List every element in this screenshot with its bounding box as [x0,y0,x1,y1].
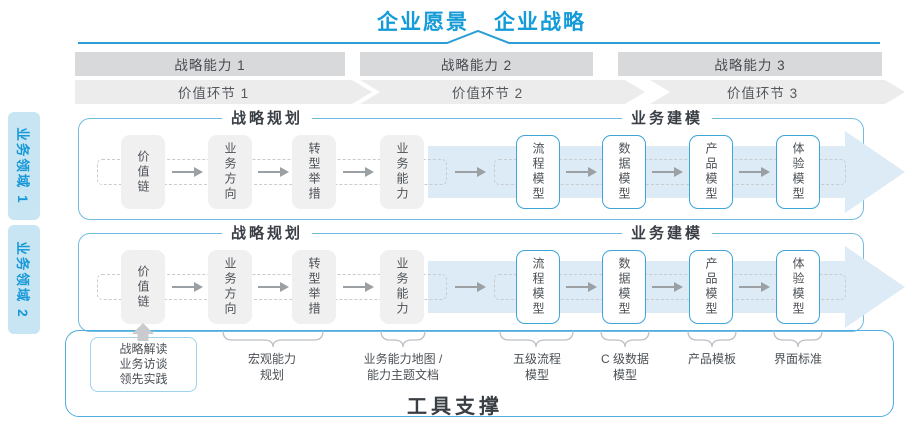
node-value-chain-1: 价值链 [121,135,165,209]
domain-label-1: 业务领域 1 [8,112,40,220]
arrow-icon [566,167,597,177]
capability-bar-2: 战略能力 2 [360,52,593,76]
arrow-icon [566,282,597,292]
arrow-icon [172,167,203,177]
annotation-line: 模型 [524,367,549,382]
node-label: 业务能力 [395,142,409,202]
node-business-capability-2: 业务能力 [380,250,424,324]
strategy-inputs-callout: 战略解读 业务访谈 领先实践 [90,337,197,392]
node-experience-model-1: 体验模型 [776,135,820,209]
arrow-icon [455,167,486,177]
annotation-line: C 级数据 [600,352,649,366]
annotation-ui-standard: 界面标准 [743,352,853,368]
arrow-icon [739,167,770,177]
annotation-line: 业务能力地图 / [363,352,443,366]
annotation-line: 产品模板 [687,352,736,366]
arrow-icon [258,282,289,292]
node-transformation-initiatives-1: 转型举措 [292,135,336,209]
callout-line: 战略解读 [119,342,168,356]
annotation-c-level-data-model: C 级数据 模型 [570,352,680,383]
node-process-model-2: 流程模型 [516,250,560,324]
node-data-model-1: 数据模型 [602,135,646,209]
arrow-icon [739,282,770,292]
node-label: 体验模型 [791,142,805,202]
node-label: 数据模型 [617,257,631,317]
node-business-direction-2: 业务方向 [208,250,252,324]
domain-label-2: 业务领域 2 [8,225,40,334]
planning-title-2: 战略规划 [221,225,313,242]
node-label: 业务方向 [223,142,237,202]
node-product-model-2: 产品模型 [689,250,733,324]
vision-line [78,29,880,44]
strategy-title: 企业战略 [494,11,586,34]
node-label: 价值链 [136,264,150,310]
annotation-macro-capability-planning: 宏观能力 规划 [212,352,332,383]
value-link-chevron-1: 价值环节 1 [75,80,372,104]
annotation-line: 五级流程 [512,352,561,366]
arrow-icon [652,167,683,177]
node-label: 流程模型 [531,257,545,317]
callout-line: 业务访谈 [119,357,168,371]
arrow-icon [652,282,683,292]
annotation-five-level-process-model: 五级流程 模型 [482,352,592,383]
tool-support-title: 工具支撑 [407,396,503,418]
node-label: 业务能力 [395,257,409,317]
dashed-pipeline-1b [494,159,846,185]
arrow-icon [343,167,374,177]
node-value-chain-2: 价值链 [121,250,165,324]
node-transformation-initiatives-2: 转型举措 [292,250,336,324]
annotation-line: 模型 [612,367,637,382]
value-link-chevron-3: 价值环节 3 [650,80,905,104]
arrow-icon [455,282,486,292]
node-business-capability-1: 业务能力 [380,135,424,209]
value-link-chevron-2: 价值环节 2 [360,80,645,104]
annotation-product-template: 产品模板 [657,352,767,368]
arrow-icon [258,167,289,177]
node-label: 产品模型 [704,257,718,317]
node-label: 转型举措 [307,257,321,317]
node-label: 转型举措 [307,142,321,202]
modeling-title-2: 业务建模 [621,225,713,242]
node-product-model-1: 产品模型 [689,135,733,209]
dashed-pipeline-1a [97,159,447,185]
node-label: 体验模型 [791,257,805,317]
arrow-icon [172,282,203,292]
node-label: 价值链 [136,149,150,195]
node-process-model-1: 流程模型 [516,135,560,209]
dashed-pipeline-2b [494,274,846,300]
node-label: 流程模型 [531,142,545,202]
annotation-line: 界面标准 [773,352,822,366]
capability-bar-3: 战略能力 3 [618,52,882,76]
node-data-model-2: 数据模型 [602,250,646,324]
capability-bar-1: 战略能力 1 [75,52,345,76]
annotation-capability-map-docs: 业务能力地图 / 能力主题文档 [328,352,478,383]
callout-line: 领先实践 [119,372,168,386]
node-business-direction-1: 业务方向 [208,135,252,209]
node-label: 数据模型 [617,142,631,202]
dashed-pipeline-2a [97,274,447,300]
planning-title-1: 战略规划 [221,110,313,127]
node-label: 业务方向 [223,257,237,317]
annotation-line: 能力主题文档 [366,367,439,382]
vision-title: 企业愿景 [377,11,469,34]
annotation-line: 规划 [259,367,284,382]
annotation-line: 宏观能力 [247,352,296,366]
tool-support-container [65,330,894,417]
node-label: 产品模型 [704,142,718,202]
modeling-title-1: 业务建模 [621,110,713,127]
node-experience-model-2: 体验模型 [776,250,820,324]
arrow-icon [343,282,374,292]
